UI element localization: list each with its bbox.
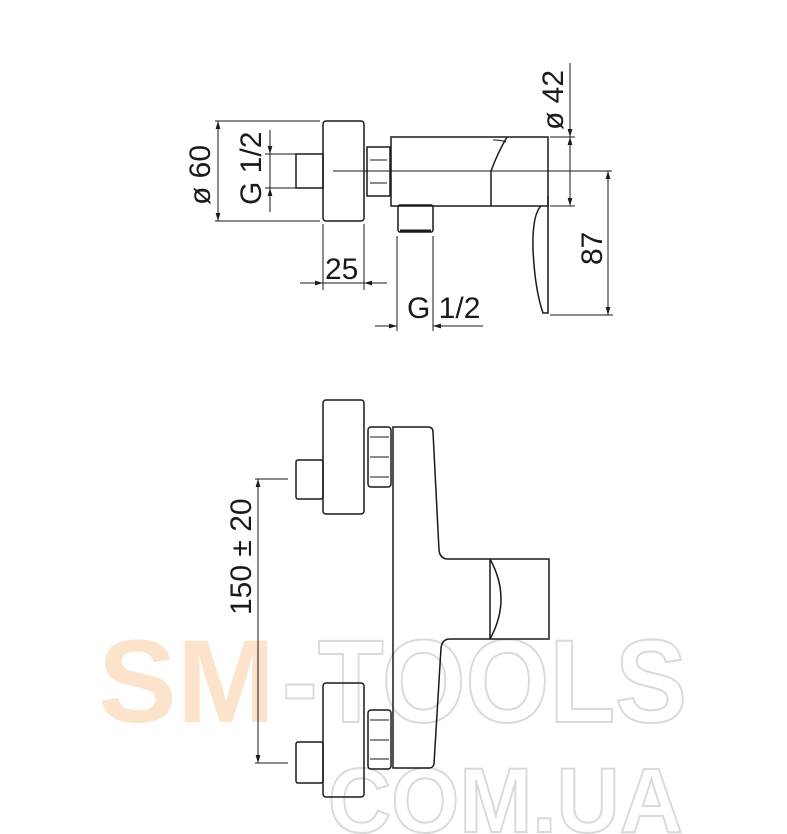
outlet-connector: [397, 204, 434, 233]
dim-outlet-thread: G 1/2: [407, 292, 480, 325]
upper-inlet-stub: [295, 459, 324, 500]
dim-body-diameter: ø 42: [537, 70, 570, 130]
upper-hex-nut: [367, 426, 392, 488]
dim-flange-depth: 25: [325, 253, 358, 286]
upper-flange: [322, 399, 365, 515]
dim-inlet-thread: G 1/2: [235, 132, 268, 205]
inlet-stub: [295, 153, 324, 189]
side-view: ø 60 G 1/2 25 G 1/2 ø 42 87: [184, 63, 613, 331]
mixer-body-front: [392, 426, 550, 769]
dim-height: 87: [576, 232, 609, 265]
watermark-brand-tools: -TOOLS: [282, 616, 687, 748]
spout-outlet: [489, 558, 502, 640]
watermark: SM -TOOLS COM.UA: [98, 615, 688, 834]
lever-handle: [532, 196, 549, 314]
lower-inlet-stub: [295, 741, 324, 784]
dim-flange-diameter: ø 60: [184, 145, 217, 205]
dim-inlet-spacing: 150 ± 20: [225, 498, 258, 615]
lower-flange: [322, 682, 365, 798]
watermark-brand-sm: SM: [98, 616, 275, 748]
watermark-domain: COM.UA: [328, 750, 683, 834]
lower-hex-nut: [367, 709, 392, 770]
front-view: 150 ± 20: [225, 399, 550, 798]
